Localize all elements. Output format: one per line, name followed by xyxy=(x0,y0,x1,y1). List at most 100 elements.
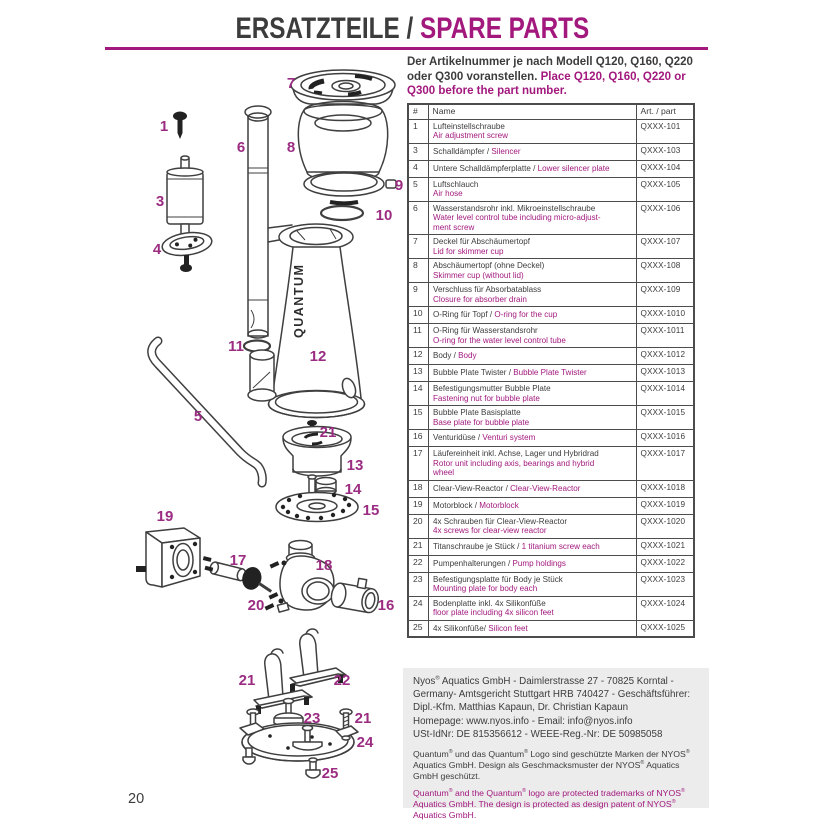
part-name-english: O-ring for the cup xyxy=(493,309,557,320)
part-8-skimmer-cup xyxy=(297,100,389,182)
part-19-motorblock xyxy=(136,527,201,588)
part-name-german: Untere Schalldämpferplatte / xyxy=(432,162,535,173)
part-label-21: 21 xyxy=(320,424,337,441)
part-10-o-ring-cup xyxy=(319,204,365,222)
part-9-closure-absorber-drain xyxy=(303,171,397,206)
part-name-english: Pump holdings xyxy=(512,557,566,568)
part-name-english: Water level control tube including micro… xyxy=(432,212,601,232)
part-article-number: QXXX-106 xyxy=(635,200,695,235)
part-name-english: 1 titanium screw each xyxy=(521,540,600,551)
part-label-13: 13 xyxy=(347,457,364,474)
trademark-english: Quantum® and the Quantum® logo are prote… xyxy=(413,788,685,821)
part-name: Läufereinheit inkl. Achse, Lager und Hyb… xyxy=(427,446,637,481)
part-label-17: 17 xyxy=(230,552,247,569)
part-name-german: O-Ring für Wasserstandsrohr xyxy=(432,325,538,335)
part-article-number: QXXX-101 xyxy=(635,118,695,144)
plate-holes xyxy=(280,492,352,521)
page-title: ERSATZTEILE / SPARE PARTS xyxy=(0,12,825,46)
part-article-number: QXXX-1016 xyxy=(635,429,695,447)
part-label-7: 7 xyxy=(287,75,295,92)
part-name-german: Bubble Plate Twister / xyxy=(432,367,511,378)
part-label-15: 15 xyxy=(363,502,380,519)
part-label-21: 21 xyxy=(355,710,372,727)
intro-german: Der Artikelnummer je nach Modell Q120, Q… xyxy=(407,56,693,83)
part-22-pump-holder-right xyxy=(289,628,347,692)
part-name-german: Bodenplatte inkl. 4x Silikonfüße xyxy=(432,597,546,608)
part-name-english: Closure for absorber drain xyxy=(432,293,527,304)
part-name-german: Titanschraube je Stück / xyxy=(432,540,519,551)
part-name-english: O-ring for the water level control tube xyxy=(432,334,566,345)
part-name-english: Bubble Plate Twister xyxy=(512,367,587,378)
title-german: ERSATZTEILE / xyxy=(235,12,414,45)
address-line: Nyos® Aquatics GmbH - Daimlerstrasse 27 … xyxy=(413,675,691,714)
part-name-english: Motorblock xyxy=(478,499,519,510)
part-name-english: 4x screws for clear-view reactor xyxy=(432,525,547,535)
part-name: Untere Schalldämpferplatte / Lower silen… xyxy=(427,159,637,178)
part-name-english: Skimmer cup (without lid) xyxy=(432,269,524,280)
part-label-8: 8 xyxy=(287,139,295,156)
part-name-german: Lufteinstellschraube xyxy=(432,120,505,131)
part-article-number: QXXX-104 xyxy=(635,159,695,178)
part-name-german: Wasserstandsrohr inkl. Mikroeinstellschr… xyxy=(432,202,595,213)
part-name-english: Lower silencer plate xyxy=(537,162,609,173)
part-name-german: Bubble Plate Basisplatte xyxy=(432,407,521,417)
part-name-english: Mounting plate for body each xyxy=(432,583,537,593)
company-info-panel: Nyos® Aquatics GmbH - Daimlerstrasse 27 … xyxy=(403,668,709,820)
part-label-9: 9 xyxy=(395,177,403,194)
address-line: USt-IdNr: DE 815356612 - WEEE-Reg.-Nr: D… xyxy=(413,728,663,740)
part-name-german: Pumpenhalterungen / xyxy=(432,557,510,568)
part-name-english: Silicon feet xyxy=(487,622,528,633)
part-name-german: Verschluss für Absorbatablass xyxy=(432,284,541,294)
part-name-english: Rotor unit including axis, bearings and … xyxy=(432,457,594,477)
part-17-rotor-unit xyxy=(202,556,273,593)
part-label-24: 24 xyxy=(357,734,374,751)
trademark-german: Quantum® und das Quantum® Logo sind gesc… xyxy=(413,749,690,782)
part-name-english: Air hose xyxy=(432,188,463,198)
part-label-18: 18 xyxy=(316,557,333,574)
part-label-14: 14 xyxy=(345,481,362,498)
part-name-german: Luftschlauch xyxy=(432,178,478,189)
part-name-german: Motorblock / xyxy=(432,499,477,510)
page-number: 20 xyxy=(128,791,145,807)
part-label-11: 11 xyxy=(228,338,244,355)
part-label-4: 4 xyxy=(153,241,162,258)
part-16-venturi xyxy=(330,577,380,614)
part-article-number: QXXX-1023 xyxy=(635,571,695,597)
part-name-german: Schalldämpfer / xyxy=(432,145,489,156)
part-name-german: Body / xyxy=(432,350,456,361)
title-english: SPARE PARTS xyxy=(420,12,590,45)
part-article-number: QXXX-105 xyxy=(635,176,695,202)
part-name-english: Venturi system xyxy=(481,432,535,443)
part-name-german: Deckel für Abschäumertopf xyxy=(432,236,530,246)
part-label-1: 1 xyxy=(160,118,168,135)
part-article-number: QXXX-1015 xyxy=(635,405,695,430)
part-name-german: Clear-View-Reactor / xyxy=(432,482,508,493)
part-1-air-adjustment-screw xyxy=(173,111,187,139)
part-name: Wasserstandsrohr inkl. Mikroeinstellschr… xyxy=(427,200,637,235)
part-name-german: Befestigungsplatte für Body je Stück xyxy=(432,573,563,584)
part-name-german: Abschäumertopf (ohne Deckel) xyxy=(432,260,544,270)
part-4-lower-silencer-plate xyxy=(161,231,213,272)
intro-english: Place Q120, Q160, Q220 or Q300 before th… xyxy=(407,70,686,98)
